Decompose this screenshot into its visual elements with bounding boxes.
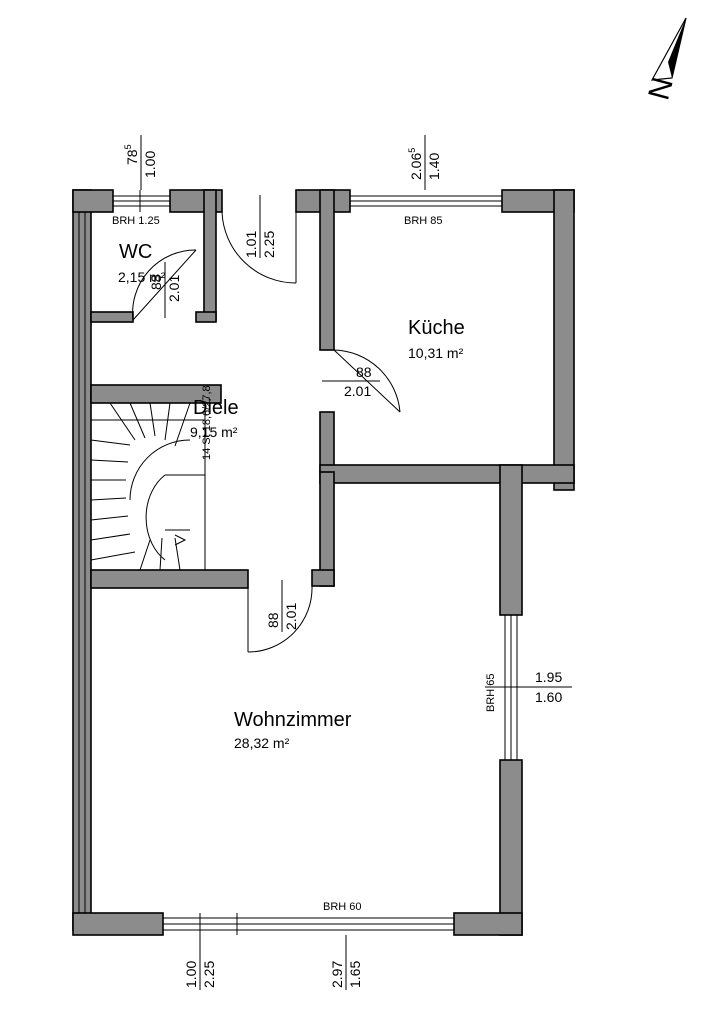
- brh-wc: BRH 1.25: [112, 215, 160, 227]
- dim-window-kueche: 2.065 1.40: [407, 135, 442, 190]
- window-kueche-top: [350, 195, 502, 207]
- svg-text:2.25: 2.25: [261, 231, 277, 258]
- svg-text:1.95: 1.95: [535, 669, 562, 685]
- svg-text:1.01: 1.01: [243, 231, 259, 258]
- svg-text:88: 88: [148, 274, 164, 290]
- room-area-wohnzimmer: 28,32 m²: [234, 735, 290, 751]
- window-wohn-right: [485, 615, 522, 760]
- dim-door-wc: 88 2.01: [148, 262, 182, 318]
- stairs-label: 14 St 18,6/27,8: [201, 385, 213, 460]
- staircase: [90, 402, 206, 571]
- left-cladding: [78, 212, 86, 913]
- dim-door-entrance: 1.01 2.25: [243, 195, 277, 258]
- room-name-wc: WC: [119, 241, 152, 263]
- dim-window-bottom-right: 2.97 1.65: [329, 935, 363, 990]
- svg-text:1.65: 1.65: [347, 961, 363, 988]
- room-name-wohnzimmer: Wohnzimmer: [234, 709, 352, 731]
- brh-wohn-right: BRH 65: [485, 673, 497, 712]
- svg-text:1.60: 1.60: [535, 689, 562, 705]
- walls: [72, 189, 575, 936]
- svg-text:2.01: 2.01: [283, 603, 299, 630]
- room-name-diele: Diele: [193, 397, 239, 419]
- dim-door-wohnzimmer: 88 2.01: [265, 580, 299, 632]
- svg-text:2.01: 2.01: [344, 383, 371, 399]
- dim-window-wohn-right: 1.95 1.60: [522, 669, 572, 705]
- svg-text:2.01: 2.01: [166, 275, 182, 302]
- svg-text:88: 88: [356, 364, 372, 380]
- dim-window-bottom-left: 1.00 2.25: [183, 935, 217, 990]
- svg-text:2.97: 2.97: [329, 961, 345, 988]
- dim-window-wc: 785 1.00: [123, 135, 158, 190]
- svg-text:2.25: 2.25: [201, 961, 217, 988]
- svg-text:1.40: 1.40: [426, 153, 442, 180]
- dim-door-kueche: 88 2.01: [322, 364, 380, 399]
- svg-text:785: 785: [123, 144, 140, 165]
- room-area-kueche: 10,31 m²: [408, 345, 464, 361]
- window-wc-top: [113, 190, 170, 212]
- north-label: N: [642, 74, 679, 103]
- room-name-kueche: Küche: [408, 317, 465, 339]
- svg-text:1.00: 1.00: [183, 961, 199, 988]
- svg-text:1.00: 1.00: [142, 151, 158, 178]
- svg-text:88: 88: [265, 612, 281, 628]
- brh-kueche: BRH 85: [404, 215, 443, 227]
- brh-wohn-bottom: BRH 60: [323, 901, 362, 913]
- door-wohnzimmer: [247, 585, 313, 653]
- room-area-wc: 2,15 m²: [118, 269, 166, 285]
- door-entrance: [221, 211, 297, 284]
- north-arrow-icon: N: [642, 17, 687, 103]
- room-area-diele: 9,15 m²: [190, 424, 238, 440]
- window-wohn-bottom: [163, 913, 454, 935]
- svg-text:2.065: 2.065: [407, 148, 424, 180]
